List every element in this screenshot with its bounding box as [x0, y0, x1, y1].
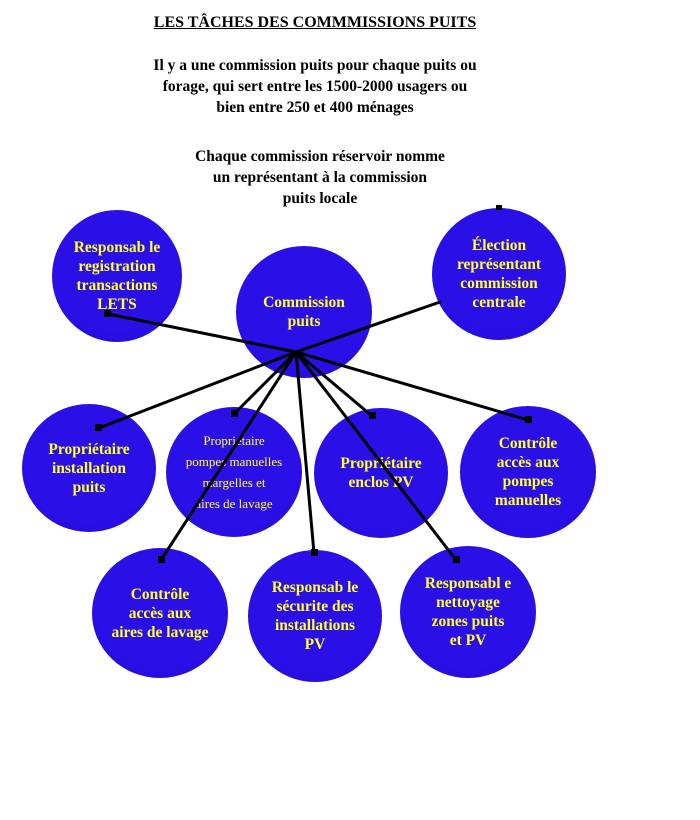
node-acces-lavage: Contrôle accès aux aires de lavage — [92, 548, 228, 678]
connector-end-marker — [311, 549, 318, 556]
intro2-line: un représentant à la commission — [212, 169, 428, 186]
node-line: Propriétaire — [48, 440, 130, 458]
node-line: installation — [51, 459, 127, 477]
node-line: Contrôle — [498, 435, 558, 452]
intro2-line: puits locale — [282, 190, 358, 207]
intro-text: Il y a une commission puits pour chaque … — [80, 55, 550, 118]
node-acces-pompes: Contrôle accès aux pompes manuelles — [460, 406, 596, 538]
node-line: commission — [460, 275, 538, 292]
node-line: transactions — [76, 277, 158, 294]
connector-end-marker — [95, 424, 102, 431]
node-line: nettoyage — [436, 594, 500, 611]
node-line: Proprietaire — [203, 433, 265, 448]
node-line: PV — [304, 636, 326, 653]
node-lets: Responsab le registration transactions L… — [52, 210, 182, 342]
node-installation: Propriétaire installation puits — [22, 404, 156, 532]
node-line: et PV — [449, 632, 487, 649]
connector-end-marker — [231, 410, 238, 417]
connector-end-marker — [369, 412, 376, 419]
node-enclos: Propriétaire enclos PV — [314, 408, 448, 538]
intro-line: forage, qui sert entre les 1500-2000 usa… — [162, 78, 468, 95]
node-line: pompes — [502, 473, 554, 490]
connector-end-marker — [158, 556, 165, 563]
node-line: LETS — [97, 296, 137, 313]
intro2-line: Chaque commission réservoir nomme — [195, 148, 445, 165]
node-line: Responsabl e — [424, 575, 512, 592]
connector-end-marker — [104, 310, 111, 317]
node-nettoyage: Responsabl e nettoyage zones puits et PV — [400, 546, 536, 678]
intro-text-2: Chaque commission réservoir nomme un rep… — [130, 146, 510, 209]
intro-line: Il y a une commission puits pour chaque … — [153, 57, 477, 74]
node-line: centrale — [472, 294, 526, 311]
connector-acces-lavage — [159, 350, 298, 562]
connector-nettoyage — [294, 350, 458, 562]
connector-installation — [97, 350, 298, 430]
connector-end-marker — [496, 205, 502, 210]
node-line: représentant — [456, 256, 542, 273]
connector-acces-pompes — [294, 350, 530, 422]
node-center: Commission puits — [236, 246, 372, 378]
connector-end-marker — [453, 556, 460, 563]
node-line: installations — [274, 617, 356, 634]
node-line: accès aux — [496, 454, 560, 471]
connector-end-marker — [525, 416, 532, 423]
node-line: puits — [72, 478, 106, 496]
node-securite: Responsab le sécurite des installations … — [248, 550, 382, 682]
node-line: Responsab le — [271, 579, 359, 596]
connector-enclos — [294, 350, 374, 418]
node-line: enclos PV — [348, 474, 414, 491]
intro-line: bien entre 250 et 400 ménages — [216, 99, 414, 116]
connector-pompes — [232, 350, 298, 416]
connector-lets — [106, 312, 298, 354]
node-line: pompes manuelles — [185, 454, 283, 469]
node-line: Contrôle — [130, 585, 190, 603]
page-title: LES TÂCHES DES COMMMISSIONS PUITS — [153, 14, 477, 31]
node-line: aires de lavage — [195, 496, 273, 511]
node-line: zones puits — [431, 613, 505, 630]
node-line: aires de lavage — [111, 623, 209, 641]
node-line: sécurite des — [276, 598, 354, 615]
node-line: manuelles — [494, 492, 562, 509]
node-line: registration — [78, 258, 156, 275]
connector-securite — [294, 350, 316, 555]
node-election: Élection représentant commission central… — [432, 208, 566, 340]
node-line: Commission — [263, 294, 345, 311]
node-line: Élection — [471, 237, 527, 254]
node-line: puits — [287, 313, 321, 330]
node-line: Responsab le — [73, 239, 161, 256]
connector-election — [294, 300, 442, 354]
node-line: accès aux — [128, 604, 192, 622]
node-line: margelles et — [202, 475, 266, 490]
